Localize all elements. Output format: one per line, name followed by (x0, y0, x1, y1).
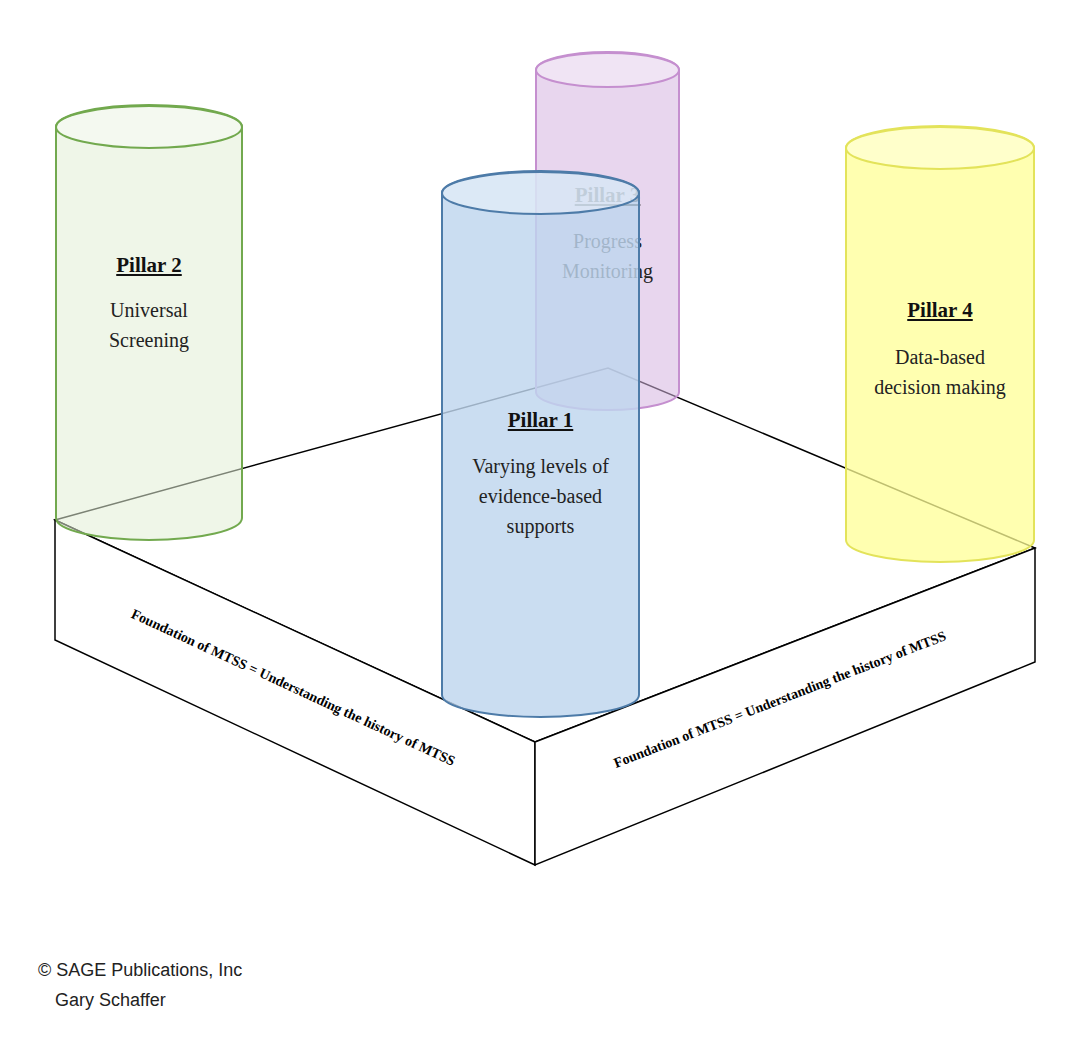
pillar-heading: Pillar 4 (845, 298, 1035, 322)
pillar-top (536, 53, 679, 87)
pillar-heading: Pillar 1 (441, 408, 640, 432)
pillar-cylinder: Pillar 2 Universal Screening (55, 105, 243, 540)
pillar-body (846, 126, 1034, 562)
pillar-body (442, 171, 639, 717)
credit-note: © SAGE Publications, Inc (38, 958, 242, 982)
pillar-body (56, 105, 242, 540)
pillar-cylinder: Pillar 4 Data-based decision making (845, 126, 1035, 562)
pillar-description: Varying levels of evidence-based support… (453, 451, 628, 541)
pillar-top (56, 106, 242, 148)
pillar-cylinder: Pillar 1 Varying levels of evidence-based… (441, 171, 640, 717)
pillar-description: Data-based decision making (860, 342, 1020, 402)
pillar-outline (441, 171, 640, 717)
pillar-heading: Pillar 2 (55, 253, 243, 277)
pillar-outline (845, 126, 1035, 562)
foundation-left-face (55, 520, 535, 865)
pillar-description: Universal Screening (84, 295, 214, 355)
foundation-right-face (535, 548, 1035, 865)
pillar-outline (55, 105, 243, 540)
pillar-top (846, 127, 1034, 169)
credit-note: Gary Schaffer (55, 988, 166, 1012)
pillar-top (442, 172, 639, 214)
